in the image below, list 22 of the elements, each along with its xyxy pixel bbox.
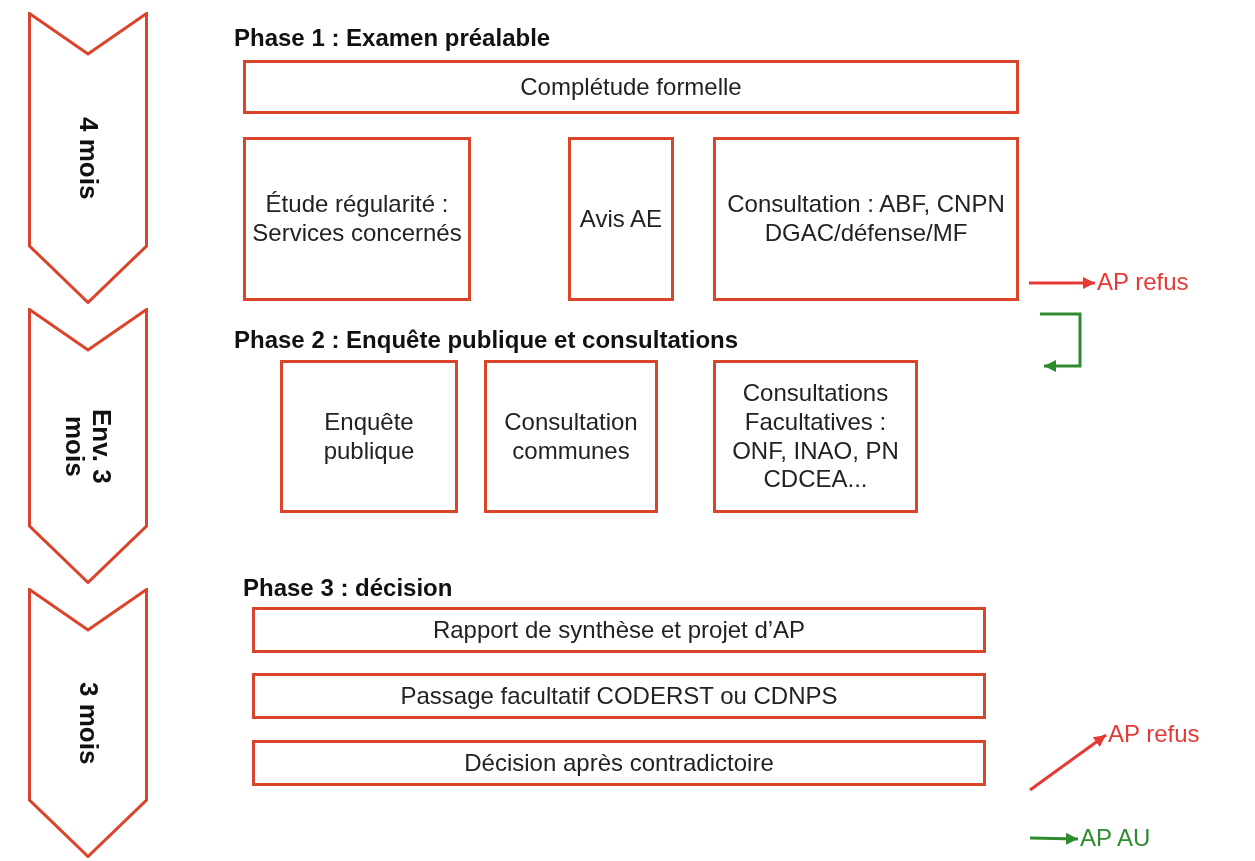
process-box: Décision après contradictoire <box>252 740 986 786</box>
process-box: Avis AE <box>568 137 674 301</box>
arrow <box>1029 733 1107 792</box>
duration-text: 3 mois <box>74 681 102 765</box>
arrow <box>1029 277 1095 289</box>
phase-heading: Phase 1 : Examen préalable <box>234 24 551 52</box>
outcome-text: AP AU <box>1080 824 1151 852</box>
process-box: Enquête publique <box>280 360 458 513</box>
process-box: Consultation : ABF, CNPN DGAC/défense/MF <box>713 137 1019 301</box>
outcome-text: AP refus <box>1097 268 1189 296</box>
phase-heading: Phase 2 : Enquête publique et consultations <box>234 326 739 354</box>
process-box: Passage facultatif CODERST ou CDNPS <box>252 673 986 719</box>
outcome-text: AP refus <box>1108 720 1200 748</box>
process-box: Étude régularité : Services concernés <box>243 137 471 301</box>
process-box: Complétude formelle <box>243 60 1019 114</box>
duration-text: 4 mois <box>74 116 102 200</box>
process-box: Rapport de synthèse et projet d’AP <box>252 607 986 653</box>
arrow <box>1029 832 1079 845</box>
process-box: Consultations Facultatives : ONF, INAO, PN CDCEA... <box>713 360 918 513</box>
process-box: Consultation communes <box>484 360 658 513</box>
phase-heading: Phase 3 : décision <box>243 574 453 602</box>
duration-text: Env. 3 mois <box>60 407 116 486</box>
